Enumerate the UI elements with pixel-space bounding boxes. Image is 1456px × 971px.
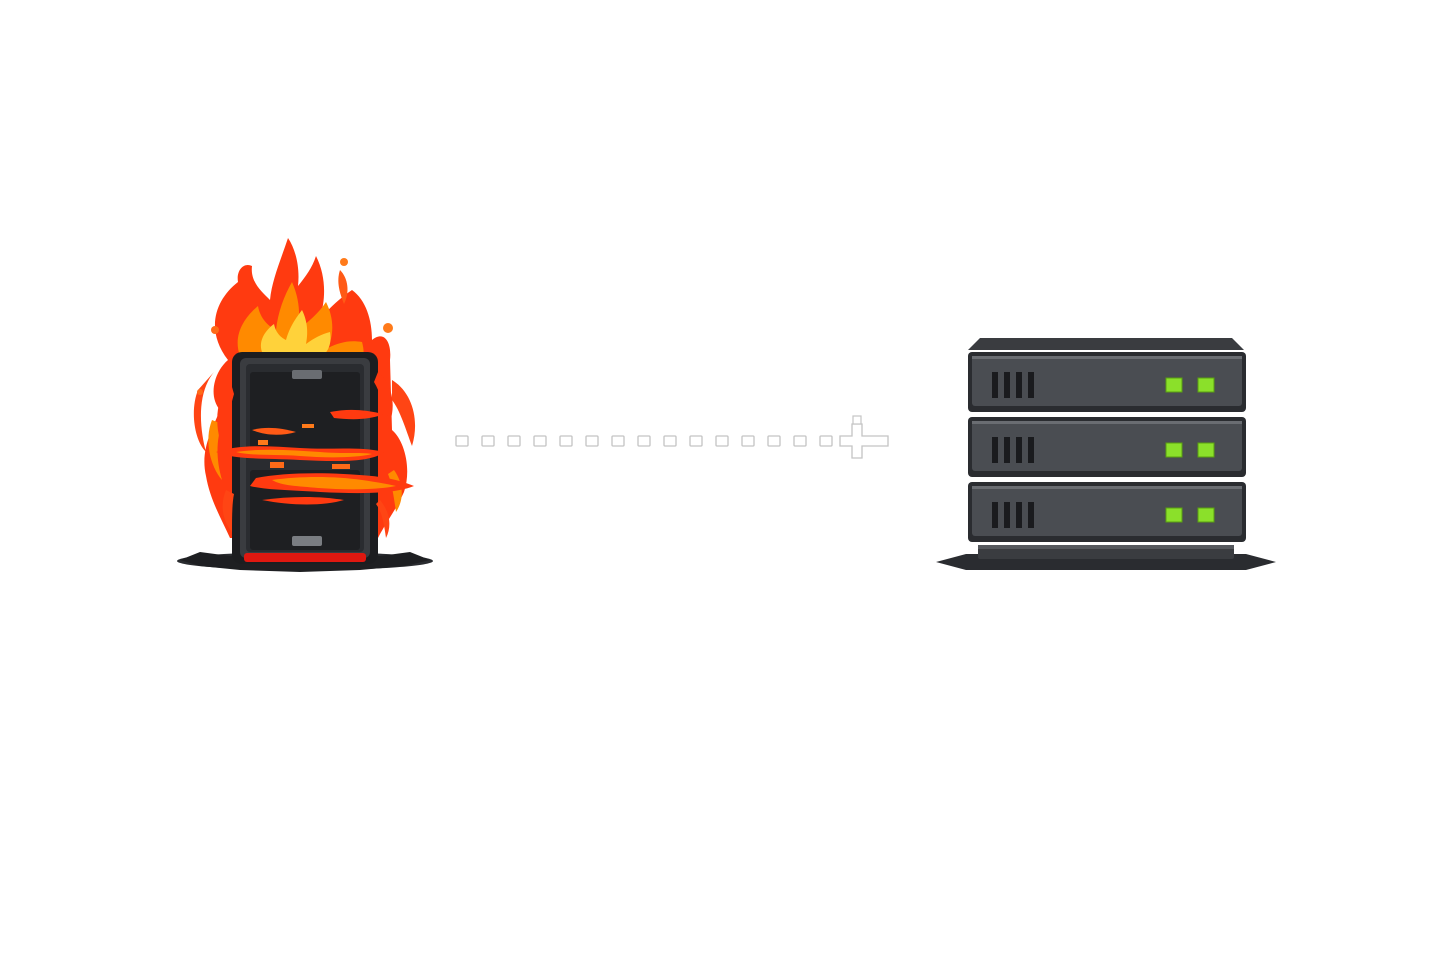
vent-slot (1016, 502, 1022, 528)
status-led (1165, 442, 1183, 458)
red-base-strip (244, 553, 366, 562)
vent-slot (1004, 437, 1010, 463)
rack-unit-face (972, 421, 1242, 471)
flames-front (216, 409, 414, 505)
connector-dash (507, 435, 521, 447)
vent-slot (1028, 437, 1034, 463)
vent-slot (1004, 502, 1010, 528)
vent-slot (1016, 437, 1022, 463)
status-led (1197, 377, 1215, 393)
status-led (1197, 507, 1215, 523)
vent-slot (1028, 502, 1034, 528)
vent-slot (992, 437, 998, 463)
status-led (1197, 442, 1215, 458)
rack-unit (968, 352, 1246, 412)
status-led (1165, 507, 1183, 523)
connector-dash (793, 435, 807, 447)
rack-unit-face (972, 356, 1242, 406)
connector-dash (715, 435, 729, 447)
lower-drawer-handle (292, 536, 322, 546)
connector-dash (819, 435, 833, 447)
dashed-arrow-icon (455, 415, 889, 459)
connector-dash (559, 435, 573, 447)
burning-server-icon (177, 238, 433, 572)
vent-slot (1016, 372, 1022, 398)
connector-dash (611, 435, 625, 447)
flames-side (217, 372, 393, 538)
rack-server-icon (936, 338, 1276, 570)
vent-slot (992, 372, 998, 398)
vent-slot (992, 502, 998, 528)
vent-slot (1028, 372, 1034, 398)
connector-dash (637, 435, 651, 447)
rack-unit-face (972, 486, 1242, 536)
connector-dash (663, 435, 677, 447)
connector-dash (455, 435, 469, 447)
connector-arrowhead (839, 423, 889, 459)
status-led (1165, 377, 1183, 393)
rack-unit (968, 482, 1246, 542)
flames-core (260, 310, 331, 356)
rack-unit (968, 417, 1246, 477)
vent-slot (1004, 372, 1010, 398)
connector-dash (741, 435, 755, 447)
upper-drawer (250, 372, 360, 456)
connector-dash (689, 435, 703, 447)
upper-drawer-handle (292, 370, 322, 379)
connector-dash (767, 435, 781, 447)
connector-dash (481, 435, 495, 447)
connector-arrowhead-tip (852, 415, 862, 425)
connector-dash (585, 435, 599, 447)
rack-top-cap (968, 338, 1244, 350)
connector-dash (533, 435, 547, 447)
